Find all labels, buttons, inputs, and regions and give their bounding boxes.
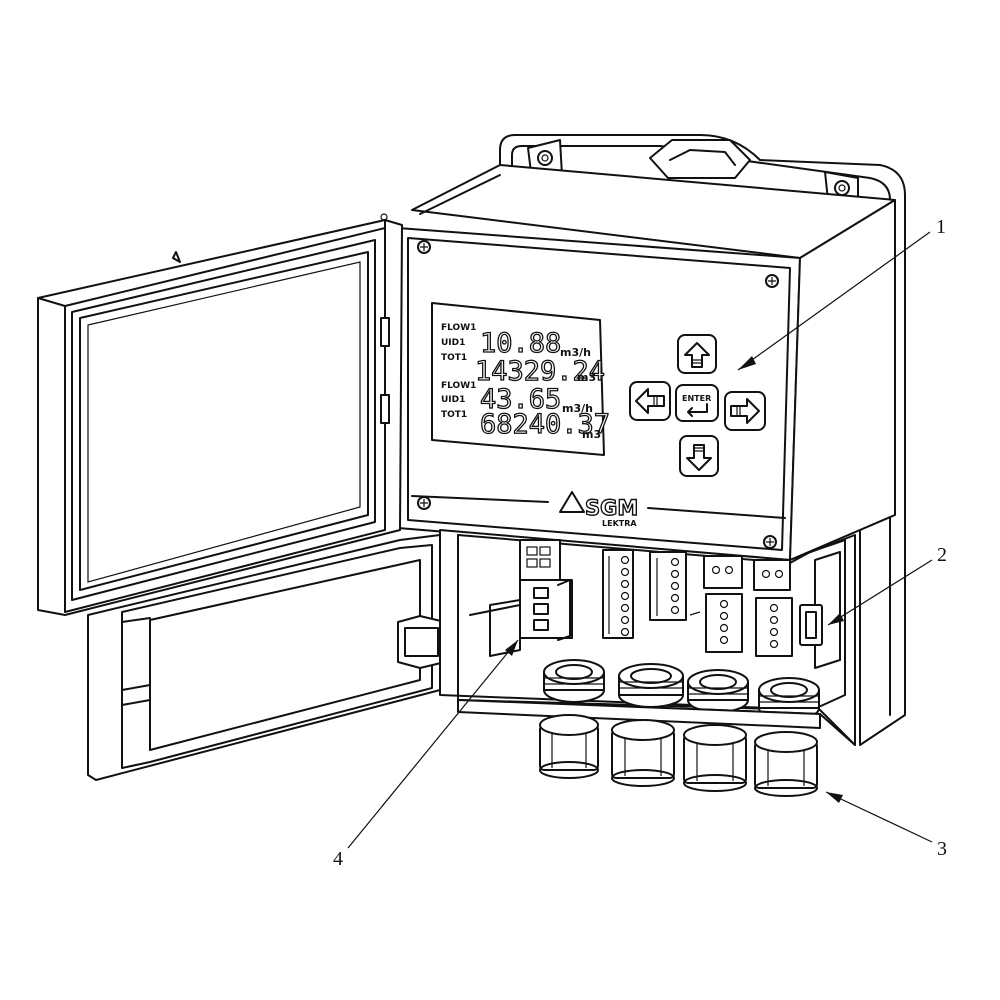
brand-logo-icon — [559, 491, 585, 513]
screw-top-right — [765, 274, 779, 288]
key-down[interactable] — [679, 435, 719, 477]
row3-label1: FLOW1 — [441, 381, 476, 391]
row3-value: 43.65 — [480, 384, 561, 415]
key-left[interactable] — [629, 381, 671, 421]
row3-unit: m3/h — [562, 402, 593, 415]
key-up[interactable] — [677, 334, 717, 374]
row1-label2: UID1 — [441, 338, 465, 348]
row1-label1: FLOW1 — [441, 323, 476, 333]
enter-arrow-icon — [687, 403, 708, 417]
row4-unit: m3 — [582, 428, 601, 441]
terminal-block-a — [519, 539, 561, 581]
row1-value: 10.88 — [480, 328, 561, 359]
row2-value: 14329.24 — [475, 356, 605, 387]
door-latch — [397, 615, 446, 669]
key-right[interactable] — [724, 391, 766, 431]
cable-glands — [539, 714, 818, 797]
terminal-strip-1 — [602, 549, 634, 639]
row1-unit: m3/h — [560, 346, 591, 359]
terminal-strip-3 — [703, 555, 743, 589]
row2-unit: m3 — [577, 371, 596, 384]
screw-top-left — [417, 240, 431, 254]
open-door — [37, 213, 446, 781]
key-enter-label: ENTER — [682, 394, 711, 403]
row4-value: 68240.37 — [480, 409, 610, 440]
callout-3: 3 — [825, 791, 947, 860]
callout-4: 4 — [333, 639, 519, 870]
lcd-display: FLOW1 UID1 10.88 m3/h TOT1 14329.24 m3 F… — [431, 302, 611, 456]
terminal-strip-4 — [753, 559, 791, 591]
brand-name: SGM — [585, 496, 638, 520]
brand-sub: LEKTRA — [602, 519, 637, 528]
inner-gland-rings — [543, 659, 820, 721]
row2-label1: TOT1 — [441, 353, 467, 363]
callout-4-label: 4 — [333, 848, 343, 870]
keypad: ENTER — [629, 334, 766, 477]
terminal-block-5 — [705, 593, 743, 653]
terminal-block-6 — [755, 597, 793, 657]
terminal-block-4 — [519, 579, 573, 641]
callout-2-label: 2 — [937, 544, 947, 566]
callout-1: 1 — [737, 216, 946, 371]
screw-bottom-right — [763, 535, 777, 549]
terminal-strip-2 — [649, 551, 687, 621]
callout-3-label: 3 — [937, 838, 947, 860]
callout-1-label: 1 — [936, 216, 946, 238]
callout-2: 2 — [827, 544, 947, 626]
usb-connector — [799, 604, 823, 646]
row4-label1: TOT1 — [441, 410, 467, 420]
row3-label2: UID1 — [441, 395, 465, 405]
key-enter[interactable]: ENTER — [675, 384, 719, 422]
terminal-compartment — [439, 529, 856, 797]
